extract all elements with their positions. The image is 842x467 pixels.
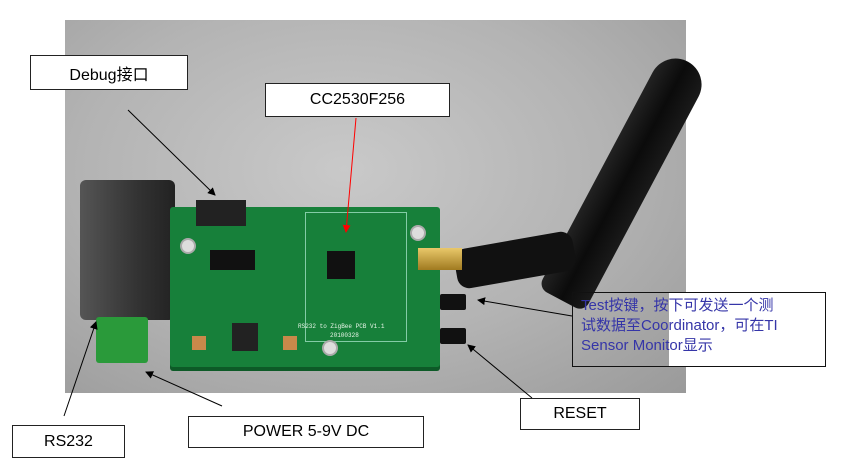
capacitor bbox=[283, 336, 297, 350]
test-label-line: Sensor Monitor显示 bbox=[581, 337, 713, 354]
test-button-label: Test按键，按下可发送一个测 试数据至Coordinator，可在TI Sen… bbox=[572, 292, 826, 367]
power-arrow bbox=[145, 371, 223, 407]
power-terminal-block bbox=[96, 317, 148, 363]
mount-hole bbox=[180, 238, 196, 254]
silk-date: 20100328 bbox=[330, 332, 359, 339]
reset-arrow bbox=[467, 344, 533, 399]
reset-label: RESET bbox=[520, 398, 640, 430]
test-arrow bbox=[477, 297, 573, 317]
rf-module-outline bbox=[305, 212, 407, 342]
capacitor bbox=[192, 336, 206, 350]
debug-arrow bbox=[127, 109, 216, 196]
voltage-regulator bbox=[232, 323, 258, 351]
test-label-line: 试数据至Coordinator，可在TI bbox=[581, 317, 778, 334]
rs232-ic bbox=[210, 250, 255, 270]
rs232-label: RS232 bbox=[12, 425, 125, 458]
debug-label: Debug接口 bbox=[30, 55, 188, 90]
rs232-arrow bbox=[63, 321, 98, 417]
test-label-line: Test按键，按下可发送一个测 bbox=[581, 297, 774, 314]
cc2530-arrow bbox=[342, 117, 357, 233]
silk-title: RS232 to ZigBee PCB V1.1 bbox=[298, 323, 385, 330]
cc2530-label: CC2530F256 bbox=[265, 83, 450, 117]
reset-button bbox=[440, 328, 466, 344]
power-label: POWER 5-9V DC bbox=[188, 416, 424, 448]
mount-hole bbox=[322, 340, 338, 356]
test-button bbox=[440, 294, 466, 310]
sma-connector bbox=[418, 248, 462, 270]
debug-header bbox=[196, 200, 246, 226]
cc2530-chip bbox=[327, 251, 355, 279]
mount-hole bbox=[410, 225, 426, 241]
db9-connector bbox=[80, 180, 175, 320]
